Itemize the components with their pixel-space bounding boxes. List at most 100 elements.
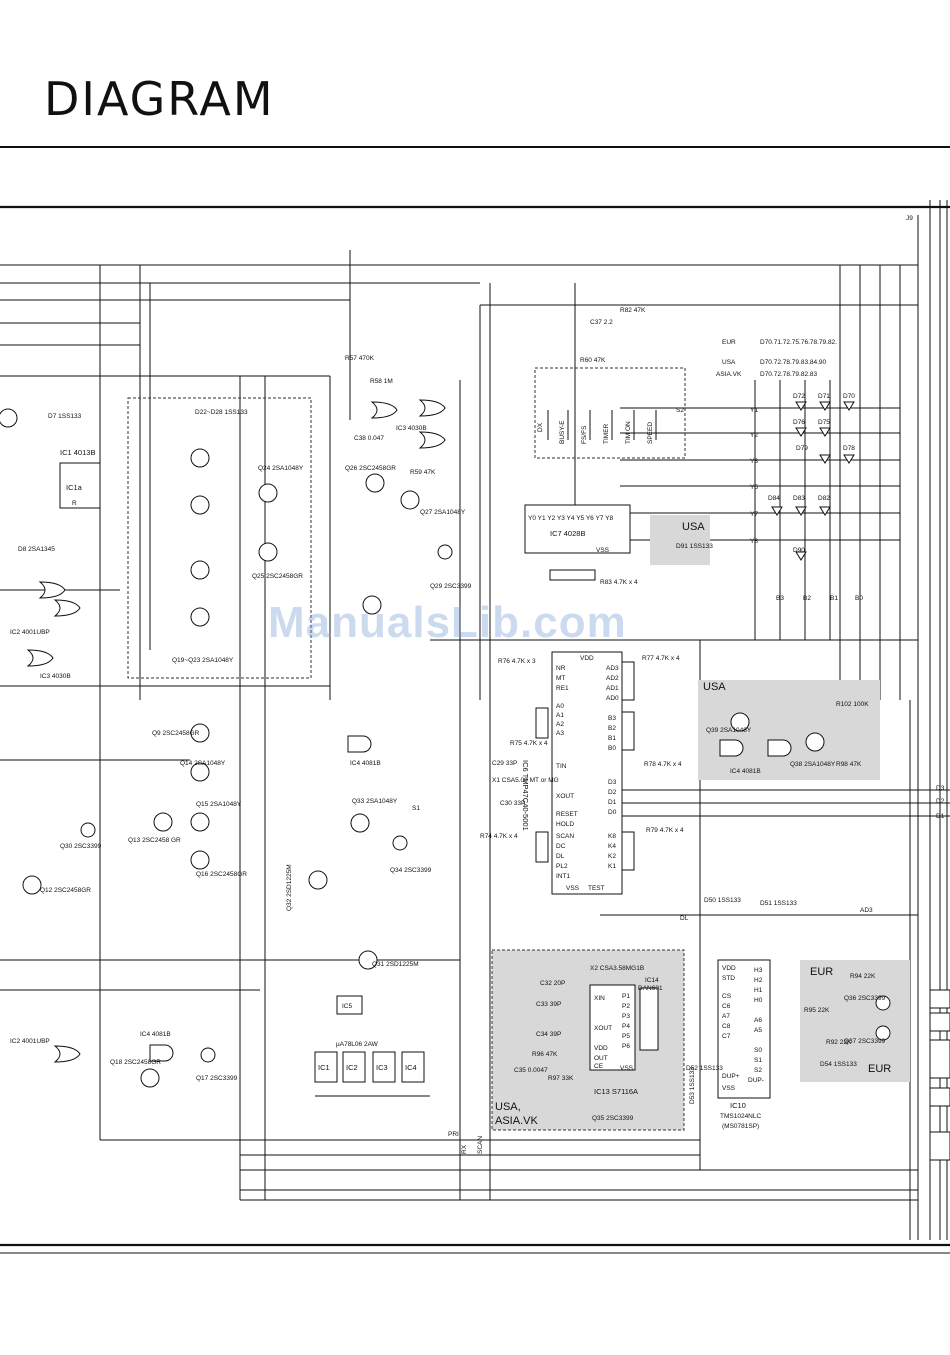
power-ic-row: IC1 IC2 IC3 IC4 xyxy=(314,1051,430,1097)
svg-text:B3: B3 xyxy=(608,715,616,722)
r79-label: R79 4.7K x 4 xyxy=(646,827,684,834)
svg-text:H3: H3 xyxy=(754,967,763,974)
svg-text:D71: D71 xyxy=(818,393,830,400)
ic5-regulator: IC5 µA78L06 2AW xyxy=(336,995,379,1048)
resistor-arrays: R77 4.7K x 4 R78 4.7K x 4 R79 4.7K x 4 R… xyxy=(480,655,684,871)
usa-asia-label: USA, xyxy=(495,1101,521,1113)
c29-label: C29 33P xyxy=(492,760,517,767)
ic2-label: IC2 4001UBP xyxy=(10,629,50,636)
ic7-decoder: IC7 4028B VSS Y0 Y1 Y2 Y3 Y4 Y5 Y6 Y7 Y8 xyxy=(524,504,631,554)
r92-label: R92 22K xyxy=(826,1039,852,1046)
ic1-flipflop: IC1 4013B IC1a R xyxy=(59,448,101,509)
power-ic-3: IC3 xyxy=(376,1063,388,1072)
transistors-left-lower: Q9 2SC2458GR Q14 2SA1048Y Q15 2SA1048Y Q… xyxy=(0,408,247,1088)
svg-text:VSS: VSS xyxy=(566,885,580,892)
svg-text:DUP+: DUP+ xyxy=(722,1073,740,1080)
r59-label: R59 47K xyxy=(410,469,436,476)
svg-text:J9: J9 xyxy=(906,215,913,222)
bus-rx: RX xyxy=(461,1144,468,1154)
r96-label: R96 47K xyxy=(532,1051,558,1058)
svg-text:S0: S0 xyxy=(754,1047,762,1054)
svg-text:DL: DL xyxy=(556,853,565,860)
asia-vk-label: ASIA.VK xyxy=(495,1115,538,1127)
svg-text:VSS: VSS xyxy=(596,547,610,554)
svg-text:C6: C6 xyxy=(722,1003,731,1010)
svg-text:C8: C8 xyxy=(722,1023,731,1030)
ic3-gates-top: IC3 4030B R57 470K R58 1M C38 0.047 xyxy=(345,355,446,449)
svg-text:D84: D84 xyxy=(768,495,780,502)
q9-label: Q9 2SC2458GR xyxy=(152,730,200,737)
q15-label: Q15 2SA1048Y xyxy=(196,801,242,808)
svg-text:D79: D79 xyxy=(796,445,808,452)
c37-label: C37 2.2 xyxy=(590,319,613,326)
ic5-part: µA78L06 2AW xyxy=(336,1041,379,1048)
svg-text:DUP-: DUP- xyxy=(748,1077,764,1084)
ic10-part: TMS1024NLC xyxy=(720,1113,761,1120)
svg-text:P5: P5 xyxy=(622,1033,630,1040)
usa-option-shade-mid xyxy=(698,680,880,780)
svg-text:P1: P1 xyxy=(622,993,630,1000)
switch-name: S2 xyxy=(676,407,684,414)
q31-label: Q31 2SD1225M xyxy=(372,961,419,968)
transistors-right: Q39 2SA1048Y Q38 2SA1048Y Q36 2SC3399 Q3… xyxy=(580,307,891,1104)
svg-text:INT1: INT1 xyxy=(556,873,570,880)
r57-label: R57 470K xyxy=(345,355,375,362)
q33-label: Q33 2SA1048Y xyxy=(352,798,398,805)
bus-ad3: AD3 xyxy=(860,907,873,914)
svg-text:D3: D3 xyxy=(608,779,617,786)
ic14-label: IC14 xyxy=(645,977,659,984)
svg-text:DC: DC xyxy=(556,843,566,850)
r83-label: R83 4.7K x 4 xyxy=(600,579,638,586)
svg-text:VSS: VSS xyxy=(722,1085,736,1092)
svg-text:XOUT: XOUT xyxy=(594,1025,612,1032)
svg-text:TEST: TEST xyxy=(588,885,605,892)
bus-pri: PRI xyxy=(448,1131,459,1138)
svg-text:AD0: AD0 xyxy=(606,695,619,702)
svg-text:S2: S2 xyxy=(754,1067,762,1074)
ic4-b-label: IC4 4081B xyxy=(140,1031,171,1038)
q29-label: Q29 2SC3399 xyxy=(430,583,472,590)
q13-label: Q13 2SC2458 GR xyxy=(128,837,181,844)
bus-d1: D1 xyxy=(936,813,945,820)
ic10-display-driver: VDD STD CS C6 A7 C8 C7 DUP+ VSS H3 H2 H1… xyxy=(717,959,771,1130)
power-ic-4: IC4 xyxy=(405,1063,417,1072)
table-asia-values: D70.72.78.79.82.83 xyxy=(760,371,817,378)
svg-text:VDD: VDD xyxy=(594,1045,608,1052)
r77-label: R77 4.7K x 4 xyxy=(642,655,680,662)
c38-label: C38 0.047 xyxy=(354,435,384,442)
d51-label: D51 1SS133 xyxy=(760,900,797,907)
svg-text:B2: B2 xyxy=(608,725,616,732)
r94-label: R94 22K xyxy=(850,973,876,980)
x1-label: X1 CSA5.00 MT or MG xyxy=(492,777,559,784)
ic1a-label: IC1a xyxy=(66,483,83,492)
svg-text:Y0 Y1 Y2 Y3 Y4 Y5 Y6 Y7 Y8: Y0 Y1 Y2 Y3 Y4 Y5 Y6 Y7 Y8 xyxy=(528,515,613,522)
q19-23-label: Q19~Q23 2SA1048Y xyxy=(172,657,234,664)
svg-text:PL2: PL2 xyxy=(556,863,568,870)
right-edge-connectors xyxy=(929,989,950,1161)
q24-label: Q24 2SA1048Y xyxy=(258,465,304,472)
d50-label: D50 1SS133 xyxy=(704,897,741,904)
r95-label: R95 22K xyxy=(804,1007,830,1014)
table-usa-label: USA xyxy=(722,359,736,366)
svg-text:Y7: Y7 xyxy=(750,511,758,518)
diode-option-table: EUR D70.71.72.75.76.78.79.82. USA D70.72… xyxy=(716,339,837,378)
svg-text:K8: K8 xyxy=(608,833,616,840)
r74-label: R74 4.7K x 4 xyxy=(480,833,518,840)
q32-label: Q32 2SD1225M xyxy=(286,864,293,911)
bus-d2: D2 xyxy=(936,798,945,805)
q30-label: Q30 2SC3399 xyxy=(60,843,102,850)
table-eur-values: D70.71.72.75.76.78.79.82. xyxy=(760,339,837,346)
svg-text:P6: P6 xyxy=(622,1043,630,1050)
bus-d3: D3 xyxy=(936,785,945,792)
svg-text:B0: B0 xyxy=(855,595,863,602)
svg-text:Y1: Y1 xyxy=(750,407,758,414)
eur-label-right: EUR xyxy=(810,966,833,978)
svg-text:D78: D78 xyxy=(843,445,855,452)
q26-label: Q26 2SC2458GR xyxy=(345,465,396,472)
r83-resistor xyxy=(549,569,596,581)
connector-j9: J9 xyxy=(906,200,948,1240)
d52-label: D52 1SS133 xyxy=(686,1065,723,1072)
q34-label: Q34 2SC3399 xyxy=(390,867,432,874)
svg-text:P3: P3 xyxy=(622,1013,630,1020)
r60-label: R60 47K xyxy=(580,357,606,364)
